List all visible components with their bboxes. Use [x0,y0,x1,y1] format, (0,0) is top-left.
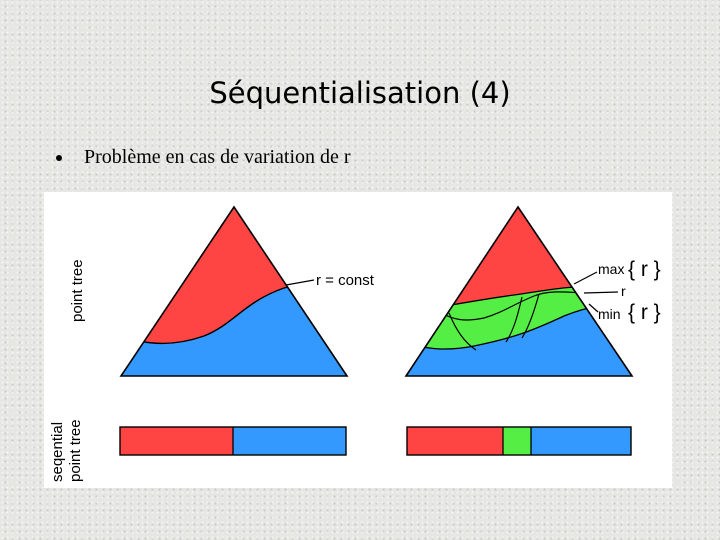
diagram-svg: point tree seqential point tree r = cons… [49,205,661,482]
bullet-text: Problème en cas de variation de r [84,146,351,168]
axis-label-point-tree: point tree [69,259,86,322]
left-bar-outline [119,426,347,456]
leader-r [583,291,619,294]
bullet-dot-icon [56,154,62,161]
left-sequence-bar [119,426,347,456]
label-r-const: r = const [316,272,375,289]
left-bar-red-segment [120,427,233,455]
leader-max [573,271,598,285]
axis-label-point-tree-2: point tree [67,419,84,482]
right-r-curve [438,291,585,321]
brace-r-bottom: { r } [628,301,661,324]
left-label-leader [285,279,315,286]
slide-title: Séquentialisation (4) [209,76,511,110]
right-crossing-curve-2 [505,296,523,343]
right-bar-green-segment [503,427,531,455]
right-sequence-bar [406,426,632,456]
right-crossing-curve-3 [521,293,540,339]
left-triangle-blue-region [121,280,347,376]
label-r: r [621,283,626,299]
right-triangle [406,207,632,376]
right-triangle-outline [404,205,634,377]
right-crossing-curve-1 [448,312,477,351]
right-bar-outline [406,426,632,456]
left-bar-blue-segment [233,427,346,455]
bullet-item: Problème en cas de variation de r [56,146,351,169]
right-triangle-blue-region [406,300,632,376]
left-triangle-outline [119,205,349,377]
leader-min [588,303,599,313]
axis-label-seqential: seqential [49,422,66,482]
diagram-figure: point tree seqential point tree r = cons… [44,192,672,488]
brace-r-top: { r } [628,258,661,281]
right-bar-red-segment [407,427,503,455]
left-triangle [121,207,347,376]
label-max: max [598,261,624,277]
right-bar-blue-segment [531,427,631,455]
label-min: min [598,306,621,322]
